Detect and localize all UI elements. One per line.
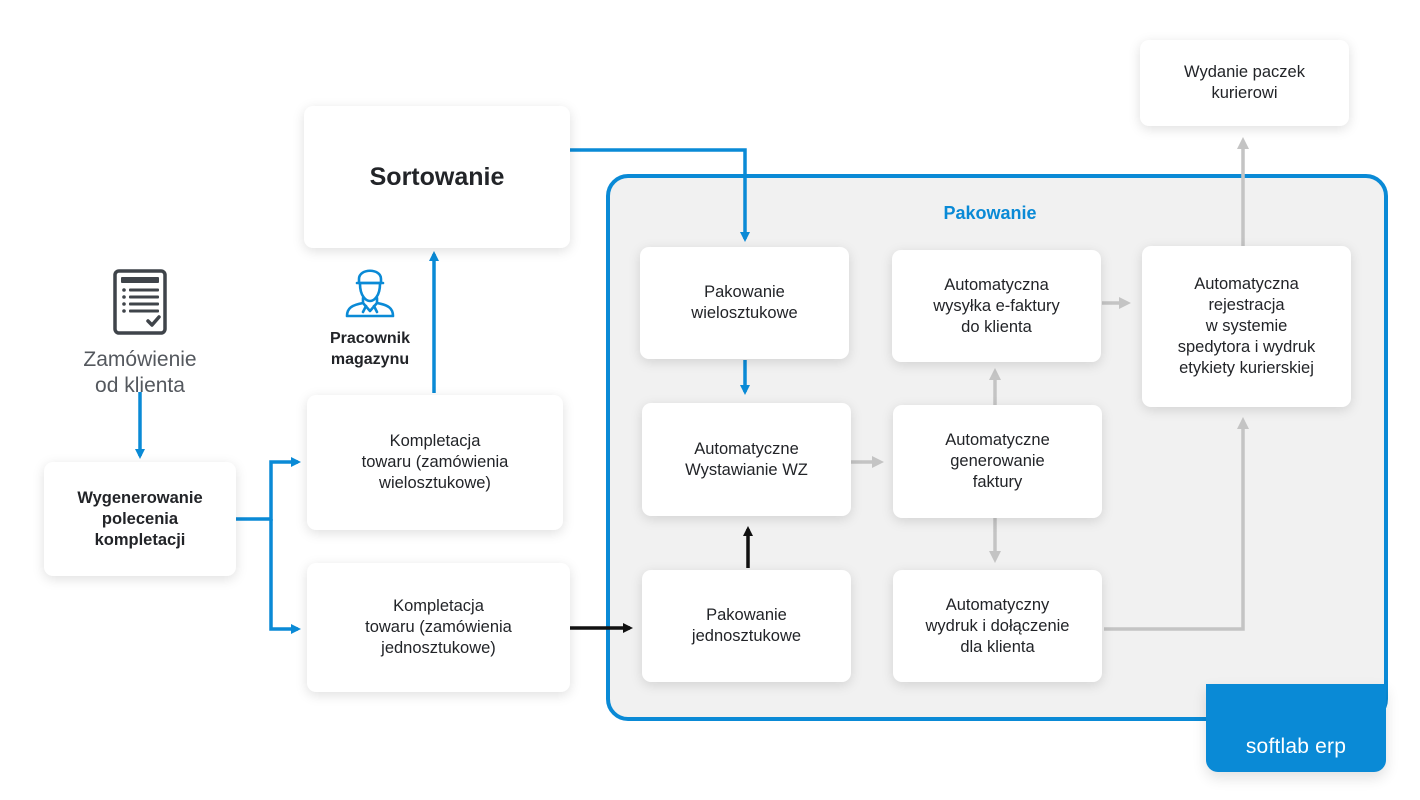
node-auto-invoice-generation[interactable]: Automatyczne generowanie faktury xyxy=(893,405,1102,518)
node-auto-invoice-generation-label: Automatyczne generowanie faktury xyxy=(945,431,1050,491)
edge-generate-to-pick-single xyxy=(269,519,301,634)
edge-auto-print-to-auto-register xyxy=(1104,417,1249,631)
node-sorting[interactable]: Sortowanie xyxy=(304,106,570,248)
node-packing-single-item-label: Pakowanie jednosztukowe xyxy=(691,606,802,645)
edge-generate-to-pick-multi xyxy=(236,457,301,521)
node-auto-courier-registration-label: Automatyczna rejestracja w systemie sped… xyxy=(1177,275,1316,377)
node-auto-print-attach-label: Automatyczny wydruk i dołączenie dla kli… xyxy=(925,595,1070,656)
node-generate-picking-order[interactable]: Wygenerowanie polecenia kompletacji xyxy=(44,462,236,576)
node-packing-single-item[interactable]: Pakowanie jednosztukowe xyxy=(642,570,851,682)
brand-badge xyxy=(1206,684,1386,772)
node-picking-multi-item[interactable]: Kompletacja towaru (zamówienia wielosztu… xyxy=(307,395,563,530)
node-packing-multi-item-label: Pakowanie wielosztukowe xyxy=(691,283,798,322)
order-from-client-label: Zamówienie od klienta xyxy=(83,348,197,397)
node-generate-picking-order-label: Wygenerowanie polecenia kompletacji xyxy=(77,488,203,549)
node-auto-einvoice-send-label: Automatyczna wysyłka e-faktury do klient… xyxy=(933,275,1060,336)
node-auto-wz[interactable]: Automatyczne Wystawianie WZ xyxy=(642,403,851,516)
node-picking-multi-item-label: Kompletacja towaru (zamówienia wielosztu… xyxy=(361,432,509,492)
node-courier-handover[interactable]: Wydanie paczek kurierowi xyxy=(1140,40,1349,126)
node-auto-courier-registration[interactable]: Automatyczna rejestracja w systemie sped… xyxy=(1142,246,1351,407)
brand-name: softlab erp xyxy=(1245,735,1347,758)
node-auto-print-attach[interactable]: Automatyczny wydruk i dołączenie dla kli… xyxy=(893,570,1102,682)
node-picking-single-item-label: Kompletacja towaru (zamówienia jednosztu… xyxy=(365,597,512,657)
edge-sorting-to-pack-multi xyxy=(570,148,750,242)
node-sorting-label: Sortowanie xyxy=(369,163,505,191)
node-picking-single-item[interactable]: Kompletacja towaru (zamówienia jednosztu… xyxy=(307,563,570,692)
warehouse-worker-label: Pracownik magazynu xyxy=(329,330,411,368)
node-courier-handover-label: Wydanie paczek kurierowi xyxy=(1184,63,1305,102)
node-packing-multi-item[interactable]: Pakowanie wielosztukowe xyxy=(640,247,849,359)
packing-group-title: Pakowanie xyxy=(943,203,1037,223)
node-auto-einvoice-send[interactable]: Automatyczna wysyłka e-faktury do klient… xyxy=(892,250,1101,362)
node-auto-wz-label: Automatyczne Wystawianie WZ xyxy=(685,439,808,479)
